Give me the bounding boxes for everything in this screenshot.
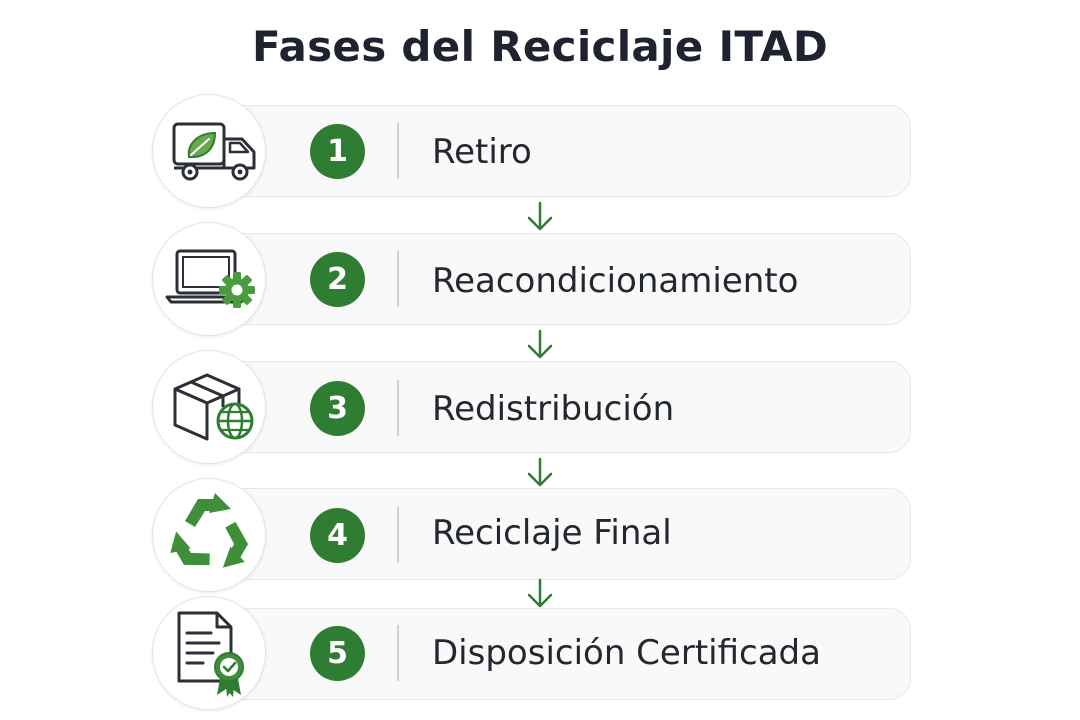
step-icon-circle-1 [152, 94, 266, 208]
step-number-4: 4 [310, 508, 365, 563]
down-arrow-icon [527, 457, 553, 487]
step-icon-circle-2 [152, 222, 266, 336]
step-divider-1 [397, 123, 399, 179]
down-arrow-icon [527, 578, 553, 608]
truck-leaf-icon [172, 122, 256, 181]
step-divider-3 [397, 380, 399, 436]
step-label-1: Retiro [432, 132, 532, 172]
down-arrow-icon [527, 201, 553, 231]
page-title: Fases del Reciclaje ITAD [251, 22, 829, 71]
step-icon-circle-4 [152, 478, 266, 592]
step-divider-2 [397, 251, 399, 307]
step-divider-5 [397, 625, 399, 681]
step-label-2: Reacondicionamiento [432, 261, 799, 301]
box-globe-icon [173, 373, 254, 441]
step-label-4: Reciclaje Final [432, 513, 672, 553]
step-number-5: 5 [310, 626, 365, 681]
step-label-3: Redistribución [432, 389, 675, 429]
recycle-icon [170, 493, 249, 568]
step-number-3: 3 [310, 381, 365, 436]
down-arrow-icon [527, 329, 553, 359]
step-divider-4 [397, 507, 399, 563]
step-number-1: 1 [310, 124, 365, 179]
step-label-5: Disposición Certificada [432, 633, 821, 673]
step-icon-circle-5 [152, 596, 266, 710]
step-number-2: 2 [310, 252, 365, 307]
step-icon-circle-3 [152, 350, 266, 464]
certificate-document-icon [177, 611, 244, 697]
laptop-gear-icon [165, 249, 255, 308]
